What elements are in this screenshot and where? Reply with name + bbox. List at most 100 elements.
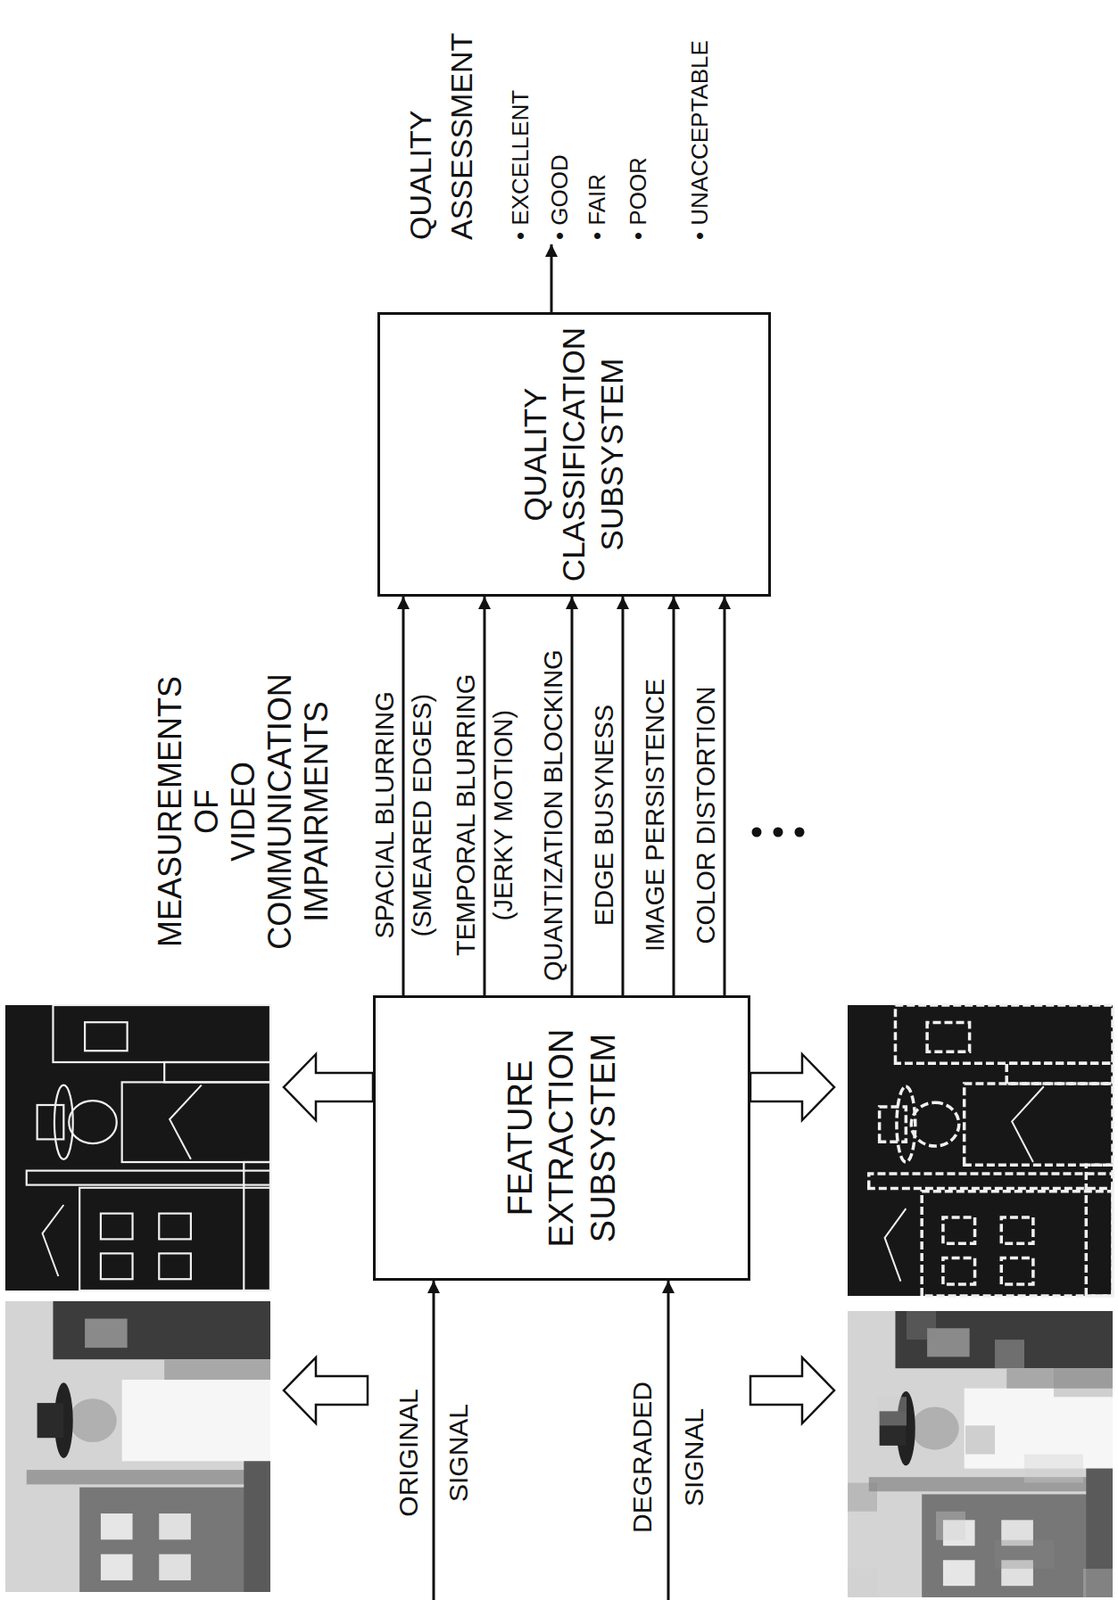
edge-label: COLOR DISTORTION [691,687,721,945]
video-frame-image [847,1311,1113,1599]
measurement-arrow [483,596,487,996]
quantization-block [1024,1540,1054,1570]
quantization-block [965,1425,995,1455]
box-text: FEATURE EXTRACTION SUBSYSTEM [499,1007,624,1270]
scene-shape [921,1192,1113,1297]
signal-label: DEGRADED SIGNAL [616,1359,721,1557]
edge-map-image [5,1005,271,1292]
rating-item: • FAIR [582,173,612,241]
scene-shape [1001,1258,1034,1285]
scene-shape [921,1494,1113,1599]
hollow-arrow [750,1054,835,1121]
sub-label: (JERKY MOTION) [488,637,519,994]
edge-label: EDGE BUSYNESS [589,704,620,927]
quantization-block [847,1569,878,1599]
scene-shape [122,1082,271,1163]
signal-label: ORIGINAL SIGNAL [383,1355,484,1552]
edge-trace [42,1085,202,1277]
quantization-block [935,1512,966,1541]
measurement-arrow [621,596,625,996]
scene-shape [68,1399,116,1443]
scene-shape [100,1253,133,1280]
scene-shape [869,1174,1113,1189]
scene-shape [1006,1063,1113,1085]
edge-label: QUANTIZATION BLOCKING [538,649,569,982]
edge-label: IMAGE PERSISTENCE [640,679,671,953]
scene-shape [52,1301,271,1360]
edge-label: TEMPORAL BLURRING [451,674,481,957]
image-ground [847,1311,1113,1599]
hollow-arrow [283,1358,368,1425]
measurement-arrow [402,596,406,996]
measurement-arrow [672,596,676,996]
image-ground [847,1005,1113,1297]
scene-shape [26,1470,271,1485]
quantization-block [994,1540,1025,1570]
scene-shape [879,1107,907,1143]
edge-label: SPACIAL BLURRING [370,691,400,939]
quantization-block [1083,1569,1113,1599]
quantization-block [1024,1455,1054,1484]
quantization-block [1083,1368,1113,1398]
scene-shape [164,1062,271,1083]
ellipsis-dot [795,828,805,838]
scene-shape [158,1514,191,1541]
heading-label: MEASUREMENTS OF VIDEO COMMUNICATION IMPA… [151,642,335,982]
process-box: QUALITY CLASSIFICATION SUBSYSTEM [377,312,771,597]
scene-shape [943,1217,976,1244]
scene-shape [1085,1165,1113,1297]
rating-item: • UNACCEPTABLE [685,40,714,241]
scene-shape [927,1023,970,1053]
output-heading: QUALITY ASSESSMENT [399,6,482,241]
edge-trace [885,1086,1044,1282]
scene-shape [164,1359,271,1381]
box-text: QUALITY CLASSIFICATION SUBSYSTEM [516,323,631,586]
scene-shape [84,1319,128,1350]
scene-shape [37,1105,65,1140]
scene-shape [100,1214,133,1241]
signal-line [432,1281,436,1600]
ellipsis-dot [773,828,784,838]
scene-shape [943,1258,976,1285]
ellipsis-dot [752,828,762,838]
scene-shape [243,1162,271,1292]
scene-shape [943,1560,976,1587]
scene-shape [910,1102,959,1147]
scene-shape [894,1311,1113,1369]
scene-shape [158,1253,191,1280]
output-arrow [550,244,554,313]
video-frame-image [5,1301,271,1593]
hollow-arrow [750,1358,835,1425]
scene-shape [100,1555,133,1582]
hollow-arrow [283,1054,373,1121]
process-box: FEATURE EXTRACTION SUBSYSTEM [372,995,751,1282]
scene-shape [1001,1217,1034,1244]
signal-line [667,1281,671,1600]
image-ground [5,1005,271,1292]
scene-shape [68,1101,116,1144]
scene-shape [964,1084,1113,1166]
scene-shape [894,1005,1113,1064]
scene-shape [79,1188,271,1292]
scene-shape [896,1086,916,1163]
rating-item: • POOR [623,157,653,241]
scene-shape [158,1214,191,1241]
sub-label: (SMEARED EDGES) [407,637,438,994]
edge-map-image [847,1005,1113,1297]
scene-shape [910,1407,959,1451]
rating-item: • EXCELLENT [505,90,535,241]
rating-item: • GOOD [545,154,574,241]
scene-shape [243,1461,271,1593]
quantization-block [877,1397,907,1426]
scene-shape [37,1403,65,1439]
quantization-block [994,1340,1025,1369]
scene-shape [158,1555,191,1582]
scene-shape [52,1005,271,1063]
scene-shape [79,1488,271,1593]
quantization-block [1053,1368,1084,1398]
measurement-arrow [571,596,574,996]
quantization-block [847,1483,878,1513]
quantization-block [1053,1455,1084,1484]
image-ground [5,1301,271,1593]
